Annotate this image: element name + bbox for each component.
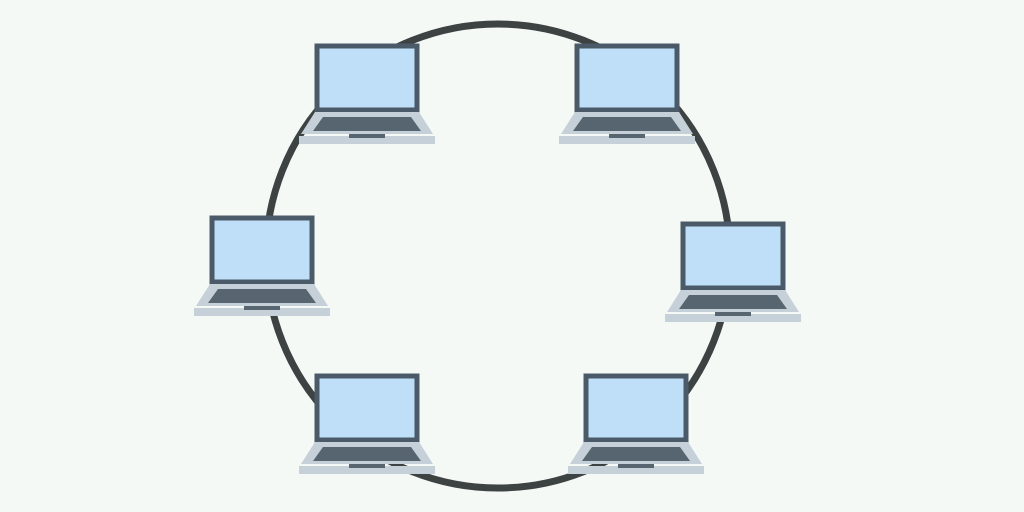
laptop-node-bottom-right (568, 376, 704, 474)
laptop-icon (665, 224, 801, 322)
laptop-node-top-right (559, 46, 695, 144)
laptop-node-top-left (299, 46, 435, 144)
laptop-icon (194, 218, 330, 316)
laptop-icon (559, 46, 695, 144)
laptop-icon (568, 376, 704, 474)
laptop-node-bottom-left (299, 376, 435, 474)
laptop-icon (299, 376, 435, 474)
laptop-icon (299, 46, 435, 144)
laptop-node-middle-right (665, 224, 801, 322)
laptop-node-middle-left (194, 218, 330, 316)
